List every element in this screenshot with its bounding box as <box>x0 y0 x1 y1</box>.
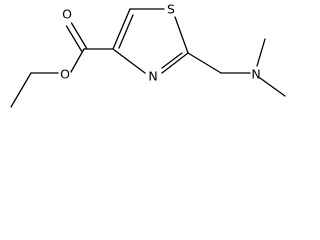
amine-nitrogen-label: N <box>251 67 260 82</box>
ester-oxygen-label: O <box>60 67 70 82</box>
ethyl-ch2-ch3-bond <box>10 72 32 108</box>
carbonyl-oxygen-label: O <box>62 7 72 22</box>
ring-c2-n3-bond <box>161 52 189 74</box>
ring-c4-c5-inner-bond <box>118 14 134 49</box>
ring-nitrogen-label: N <box>148 69 157 84</box>
c2-ch2-bond <box>187 52 222 74</box>
ester-c-o-bond <box>70 48 85 73</box>
ring-c2-n3-inner-bond <box>161 52 183 69</box>
ring-sulfur-label: S <box>167 2 175 17</box>
ring-n3-c4-bond <box>112 48 146 74</box>
carbonyl-double-bond-line-1 <box>70 22 88 49</box>
carbonyl-double-bond-line-2 <box>65 25 83 52</box>
ring-c4-c5-bond <box>112 8 131 50</box>
n-methyl-down-bond <box>259 77 286 97</box>
ethyl-thiazole-carboxylate-structure: O O S N N <box>10 2 286 108</box>
n-methyl-up-bond <box>256 38 266 67</box>
ring-s-c2-bond <box>174 16 189 54</box>
